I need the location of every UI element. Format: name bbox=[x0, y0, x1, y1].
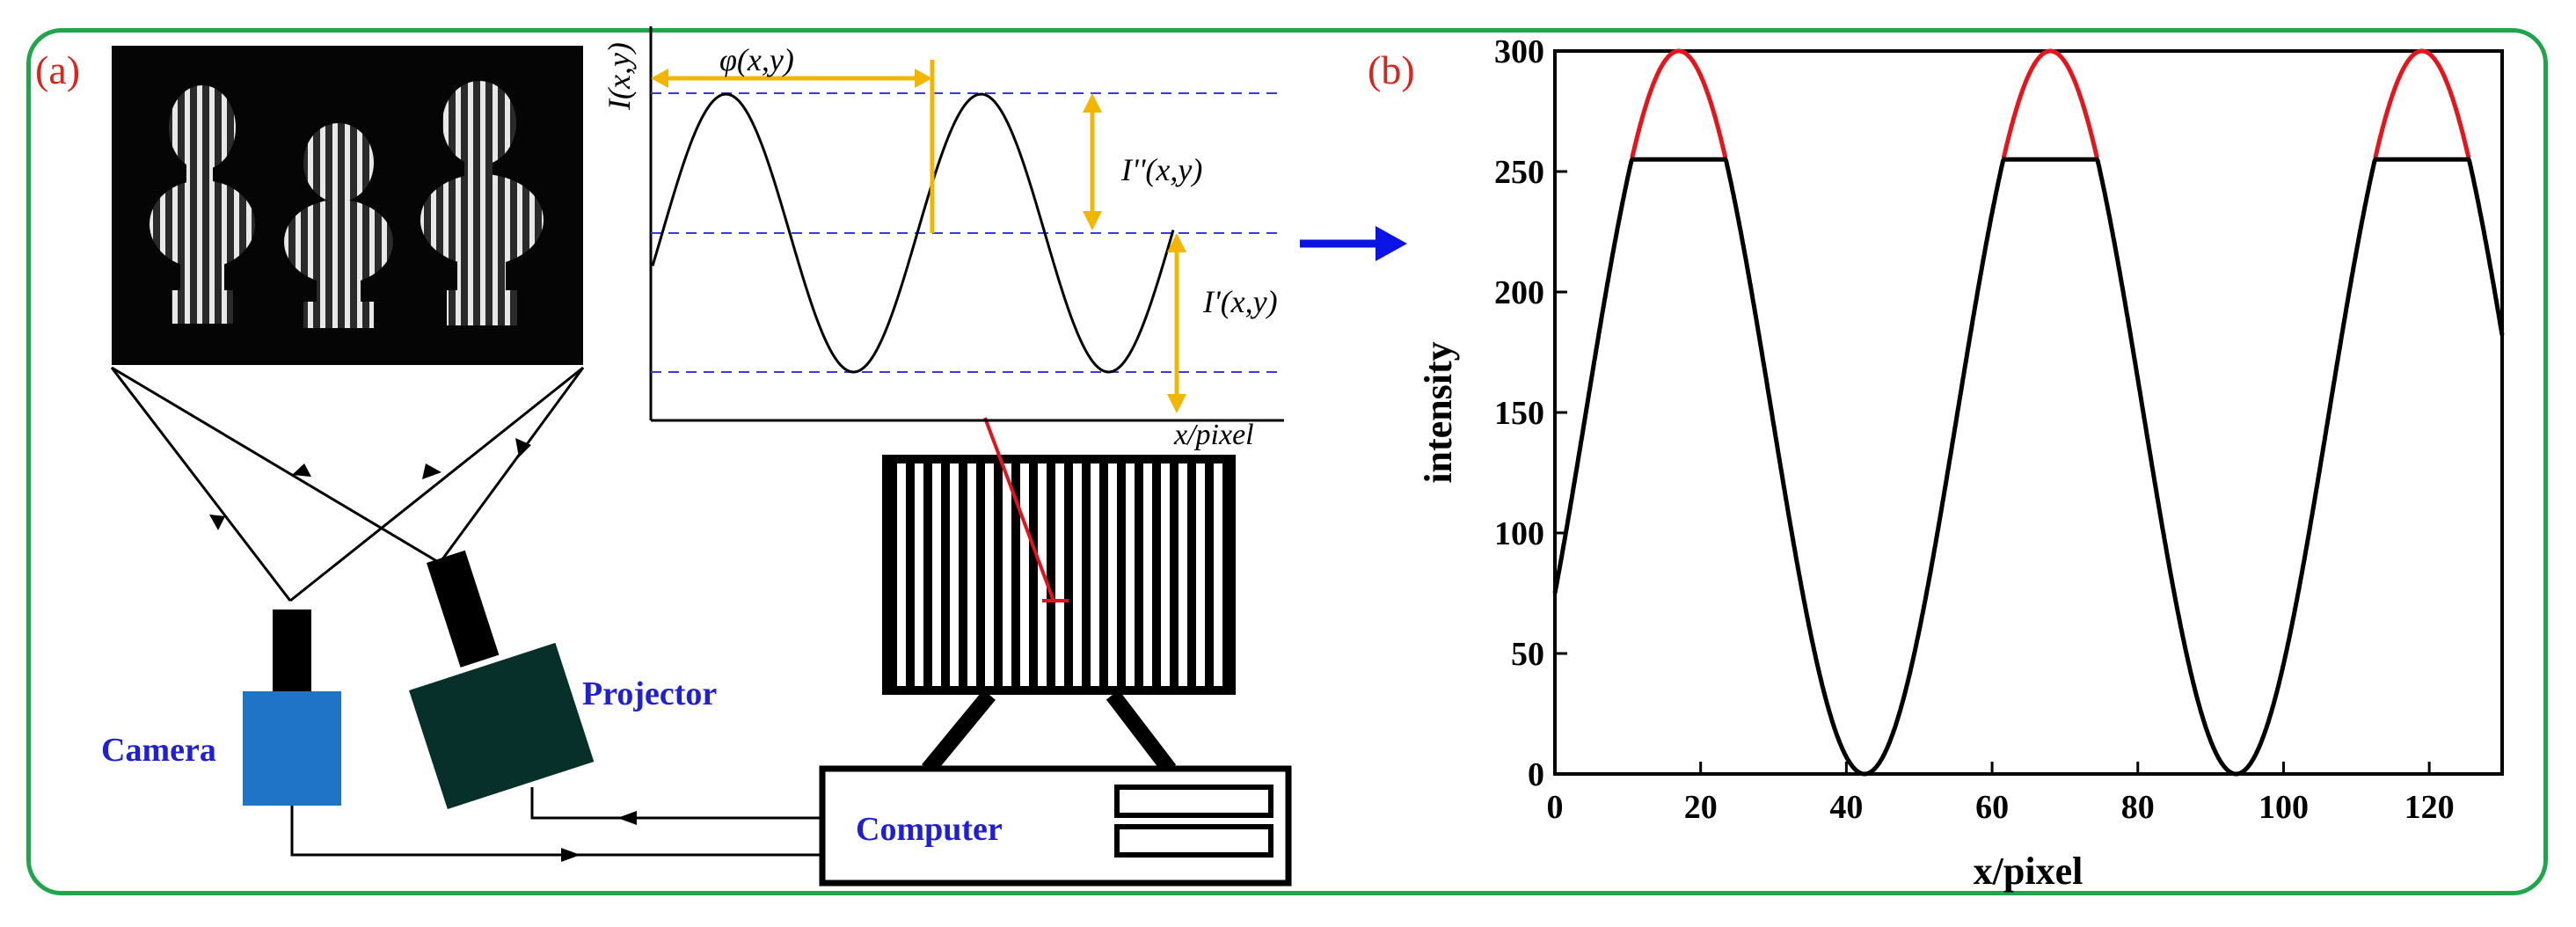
computer bbox=[819, 765, 1292, 887]
phase-label: φ(x,y) bbox=[719, 42, 794, 77]
projector-label: Projector bbox=[582, 675, 717, 712]
wave-x-label: x/pixel bbox=[1173, 419, 1254, 451]
x-axis-label: x/pixel bbox=[1974, 850, 2083, 893]
modulation-label: I''(x,y) bbox=[1120, 152, 1202, 187]
monitor bbox=[882, 455, 1236, 775]
wave-curve bbox=[651, 92, 1175, 374]
light-path-arrows bbox=[209, 438, 531, 530]
intensity-chart: 0 20 40 60 80 100 120 0 50 100 150 200 250 300 bbox=[1494, 33, 2505, 826]
figure-frame bbox=[26, 28, 2548, 895]
computer-label: Computer bbox=[856, 811, 1003, 848]
fringe-photo bbox=[112, 46, 583, 365]
cable-arrows bbox=[561, 811, 637, 862]
chart-series bbox=[1552, 48, 2505, 777]
y-axis-label: intensity bbox=[1417, 341, 1460, 483]
x-tick-label: 100 bbox=[2259, 789, 2309, 826]
camera-label: Camera bbox=[101, 732, 216, 769]
wave-y-label: I(x,y) bbox=[602, 42, 637, 111]
x-tick-label: 80 bbox=[2121, 789, 2155, 826]
x-tick-label: 40 bbox=[1829, 789, 1863, 826]
x-tick-label: 60 bbox=[1975, 789, 2009, 826]
camera bbox=[243, 609, 341, 806]
y-tick-label: 100 bbox=[1494, 515, 1544, 552]
panel-a-label: (a) bbox=[35, 47, 80, 92]
x-axis-ticks: 0 20 40 60 80 100 120 bbox=[1547, 762, 2455, 826]
y-tick-label: 150 bbox=[1494, 395, 1544, 432]
projector bbox=[409, 550, 595, 810]
bust-1 bbox=[150, 85, 255, 324]
y-tick-label: 200 bbox=[1494, 274, 1544, 311]
bust-3 bbox=[420, 81, 544, 325]
cables bbox=[290, 787, 822, 857]
light-paths bbox=[110, 366, 585, 602]
x-tick-label: 20 bbox=[1684, 789, 1718, 826]
y-tick-label: 250 bbox=[1494, 154, 1544, 191]
y-tick-label: 0 bbox=[1528, 756, 1544, 793]
y-tick-label: 50 bbox=[1511, 636, 1544, 673]
wave-plot bbox=[649, 26, 1284, 422]
panel-b-label: (b) bbox=[1368, 47, 1415, 92]
blue-arrow bbox=[1300, 226, 1407, 261]
x-tick-label: 0 bbox=[1547, 789, 1564, 826]
red-pointer bbox=[983, 417, 1069, 602]
y-tick-label: 300 bbox=[1494, 33, 1544, 70]
x-tick-label: 120 bbox=[2405, 789, 2455, 826]
series-captured bbox=[1552, 157, 2505, 777]
series-ideal bbox=[1630, 48, 2471, 158]
bust-2 bbox=[284, 123, 393, 328]
y-axis-ticks: 0 50 100 150 200 250 300 bbox=[1494, 33, 1567, 793]
mean-label: I'(x,y) bbox=[1202, 284, 1278, 319]
